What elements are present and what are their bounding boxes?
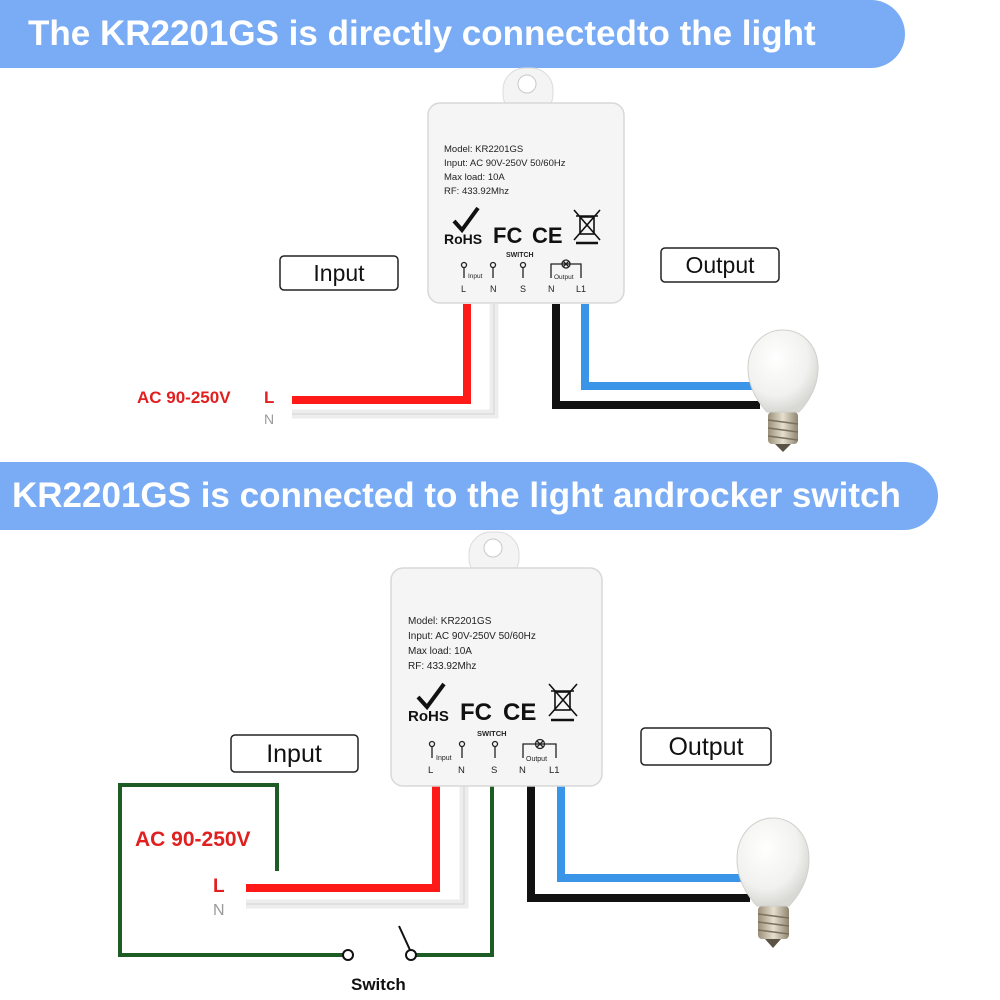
bottom-light-bulb-icon [736,817,810,948]
bottom-input-box [230,734,359,773]
bottom-banner-title: KR2201GS is connected to the light andro… [0,462,938,530]
top-neutral-wire-edge [292,304,495,415]
top-diagram: Model: KR2201GS Input: AC 90V-250V 50/60… [137,67,819,452]
bottom-fc-mark: FC [460,699,492,726]
top-live-wire [292,304,471,404]
bottom-terminal-n-out: N [519,765,526,776]
top-switch-label: SWITCH [506,252,534,259]
bottom-weee-bin-icon [548,683,578,722]
top-terminal-s: S [520,284,526,294]
bottom-ac-voltage-label: AC 90-250V [135,828,251,851]
bottom-output-box [640,727,772,766]
top-banner-title: The KR2201GS is directly connectedto the… [0,0,905,68]
bottom-input-label: Input [266,740,322,768]
bottom-neutral-label: N [213,902,225,919]
top-output-wire [581,304,760,390]
top-device-body [427,102,625,304]
bottom-neutral-wire-edge [246,786,465,905]
top-ce-mark: CE [532,223,563,248]
switch-label: Switch [351,975,406,994]
bottom-switch-loop-left [118,783,345,957]
switch-symbol-icon [342,925,417,961]
bottom-output-port-label: Output [526,756,547,763]
bottom-rohs-mark: RoHS [408,708,449,725]
top-terminal-n-out: N [548,284,555,294]
top-rohs-check-icon [452,206,480,234]
top-terminal-l: L [461,284,466,294]
top-weee-bin-icon [573,209,601,245]
bottom-ce-mark: CE [503,699,536,726]
bottom-output-wire [557,786,750,882]
top-fc-mark: FC [493,223,522,248]
top-output-box [660,247,780,283]
bottom-live-wire [246,786,440,892]
top-terminal-l1: L1 [576,284,586,294]
top-device-rf: RF: 433.92Mhz [444,186,509,197]
top-output-label: Output [685,252,755,278]
bottom-device-body [390,567,603,787]
top-terminal-n: N [490,284,497,294]
bottom-terminal-l1: L1 [549,765,560,776]
top-neutral-label: N [264,411,274,427]
bottom-terminal-symbols [428,738,557,758]
bottom-live-label: L [213,876,225,897]
bottom-switch-label: SWITCH [477,729,507,738]
bottom-input-port-label: Input [436,755,452,762]
top-device-input-spec: Input: AC 90V-250V 50/60Hz [444,158,566,169]
bottom-device-max-load: Max load: 10A [408,646,472,657]
top-input-port-label: Input [468,273,483,280]
top-rohs-mark: RoHS [444,231,482,247]
top-load-wire [552,304,760,409]
bottom-terminal-l: L [428,765,433,776]
top-ac-voltage-label: AC 90-250V [137,388,231,407]
bottom-diagram: Switch Model: KR2201GS Input: AC 90V-250… [118,531,810,994]
top-light-bulb-icon [747,329,819,452]
top-input-box [279,255,399,291]
bottom-terminal-s: S [491,765,497,776]
bottom-device-input-spec: Input: AC 90V-250V 50/60Hz [408,631,536,642]
top-live-label: L [264,388,274,407]
bottom-device-rf: RF: 433.92Mhz [408,661,476,672]
top-terminal-symbols [460,259,582,278]
top-device-max-load: Max load: 10A [444,172,505,183]
bottom-load-wire [527,786,750,902]
bottom-switch-loop-right [411,785,494,957]
bottom-device-model: Model: KR2201GS [408,616,492,627]
top-input-label: Input [313,260,365,286]
top-device-model: Model: KR2201GS [444,144,523,155]
bottom-terminal-n: N [458,765,465,776]
top-output-port-label: Output [554,274,574,281]
bottom-output-label: Output [668,733,743,761]
bottom-rohs-check-icon [416,682,446,711]
